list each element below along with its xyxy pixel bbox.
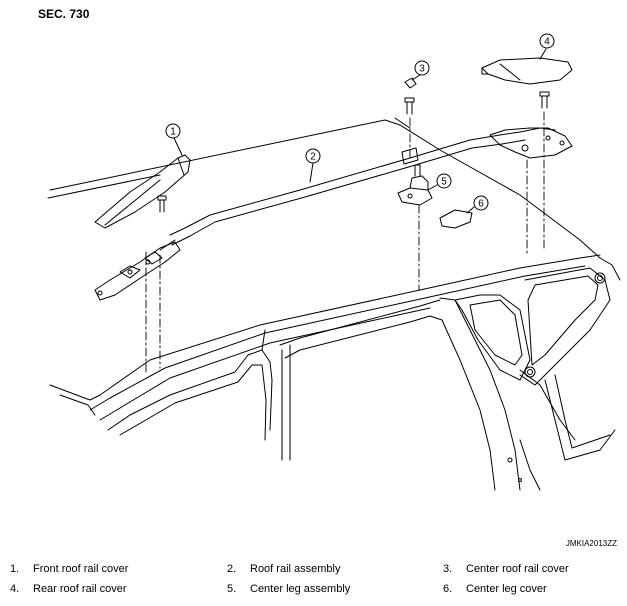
roof-rail-exploded-diagram: 1 2 3 4 5 6: [47, 33, 621, 491]
center-leg-assembly: [397, 164, 433, 206]
svg-text:5: 5: [441, 177, 447, 188]
rear-leg-base: [489, 127, 573, 159]
legend-text: Roof rail assembly: [250, 563, 341, 575]
svg-text:3: 3: [419, 64, 425, 75]
legend-text: Front roof rail cover: [33, 563, 129, 575]
svg-text:1: 1: [170, 127, 176, 138]
callout-6: 6: [466, 195, 489, 214]
legend-text: Rear roof rail cover: [33, 583, 127, 595]
legend-text: Center leg assembly: [250, 583, 351, 595]
legend-text: Center roof rail cover: [466, 563, 569, 575]
legend-num: 1.: [10, 563, 20, 575]
rear-roof-rail-cover: [481, 57, 573, 85]
center-bolt: [404, 97, 415, 115]
callout-4: 4: [539, 33, 555, 60]
svg-text:2: 2: [310, 152, 316, 163]
legend-num: 3.: [443, 563, 453, 575]
parts-legend: 1. Front roof rail cover 2. Roof rail as…: [0, 563, 627, 603]
svg-text:6: 6: [478, 199, 484, 210]
alignment-lines: [145, 111, 545, 373]
roof-panel: [47, 117, 601, 259]
legend-num: 2.: [227, 563, 237, 575]
callout-2: 2: [305, 148, 321, 183]
legend-num: 5.: [227, 583, 237, 595]
drawing-code: JMKIA2013ZZ: [565, 539, 617, 548]
front-bolt: [157, 195, 167, 213]
legend-num: 4.: [10, 583, 20, 595]
front-leg-base: [94, 241, 181, 301]
svg-text:4: 4: [544, 37, 550, 48]
callout-1: 1: [165, 123, 183, 156]
center-roof-rail-cover: [404, 77, 417, 89]
center-leg-cover: [439, 209, 473, 229]
legend-text: Center leg cover: [466, 583, 547, 595]
callout-3: 3: [411, 60, 430, 81]
body-side-structure: [49, 254, 621, 491]
legend-num: 6.: [443, 583, 453, 595]
rear-bolt: [539, 91, 550, 109]
callout-5: 5: [427, 173, 452, 191]
section-label: SEC. 730: [38, 7, 90, 21]
roof-rail-assembly: [159, 127, 556, 251]
front-roof-rail-cover: [94, 154, 191, 229]
